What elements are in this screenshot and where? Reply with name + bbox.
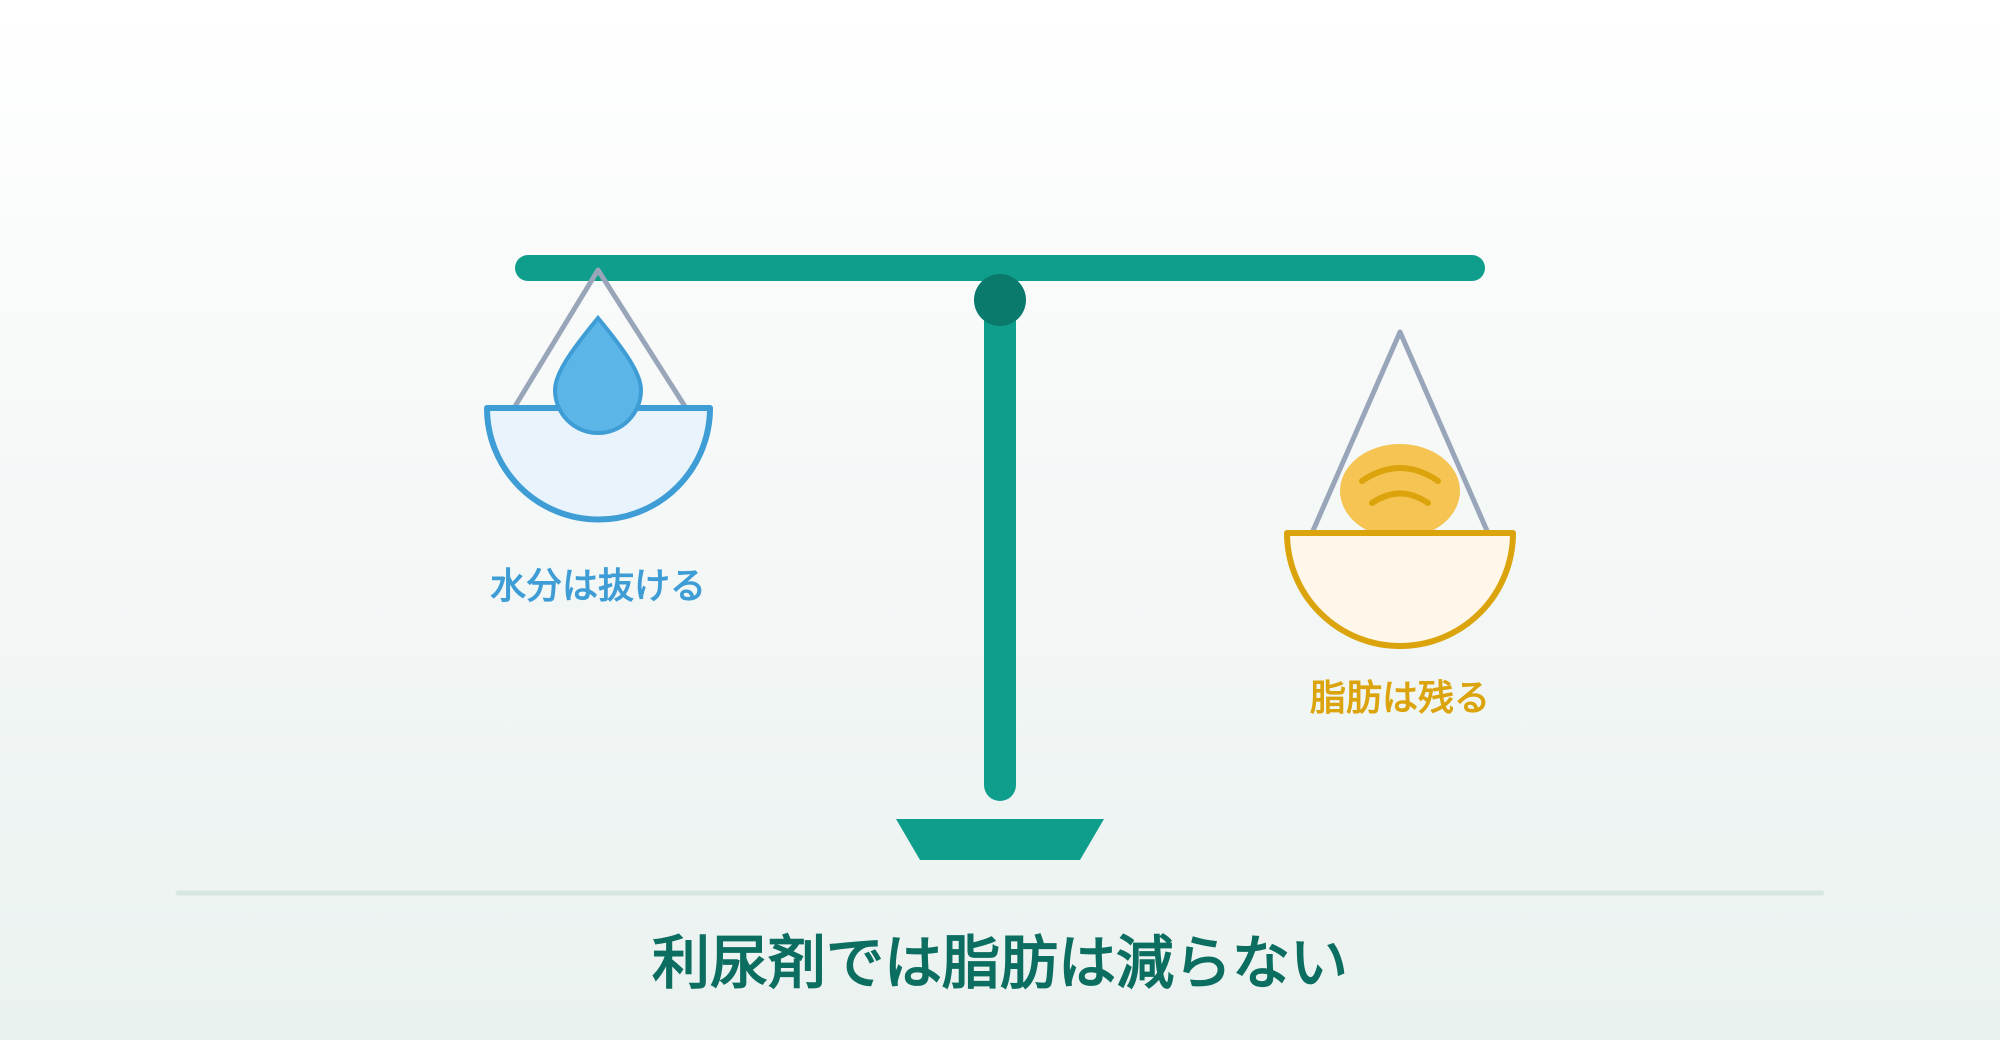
right-pan-group xyxy=(1284,329,1516,649)
left-pan-label: 水分は抜ける xyxy=(490,566,706,607)
right-pan-label: 脂肪は残る xyxy=(1310,678,1490,719)
fat-blob-line-top xyxy=(1359,465,1441,484)
scale-base xyxy=(896,819,1104,860)
left-pan xyxy=(484,405,713,523)
right-pan-ropes xyxy=(1309,329,1491,535)
fat-blob-line-bottom xyxy=(1369,490,1431,506)
right-pan xyxy=(1284,530,1516,649)
left-pan-ropes xyxy=(511,267,689,410)
caption-text: 利尿剤では脂肪は減らない xyxy=(652,929,1348,997)
scale-pivot xyxy=(974,274,1026,326)
water-drop-icon xyxy=(552,314,644,435)
left-pan-group xyxy=(484,267,713,523)
